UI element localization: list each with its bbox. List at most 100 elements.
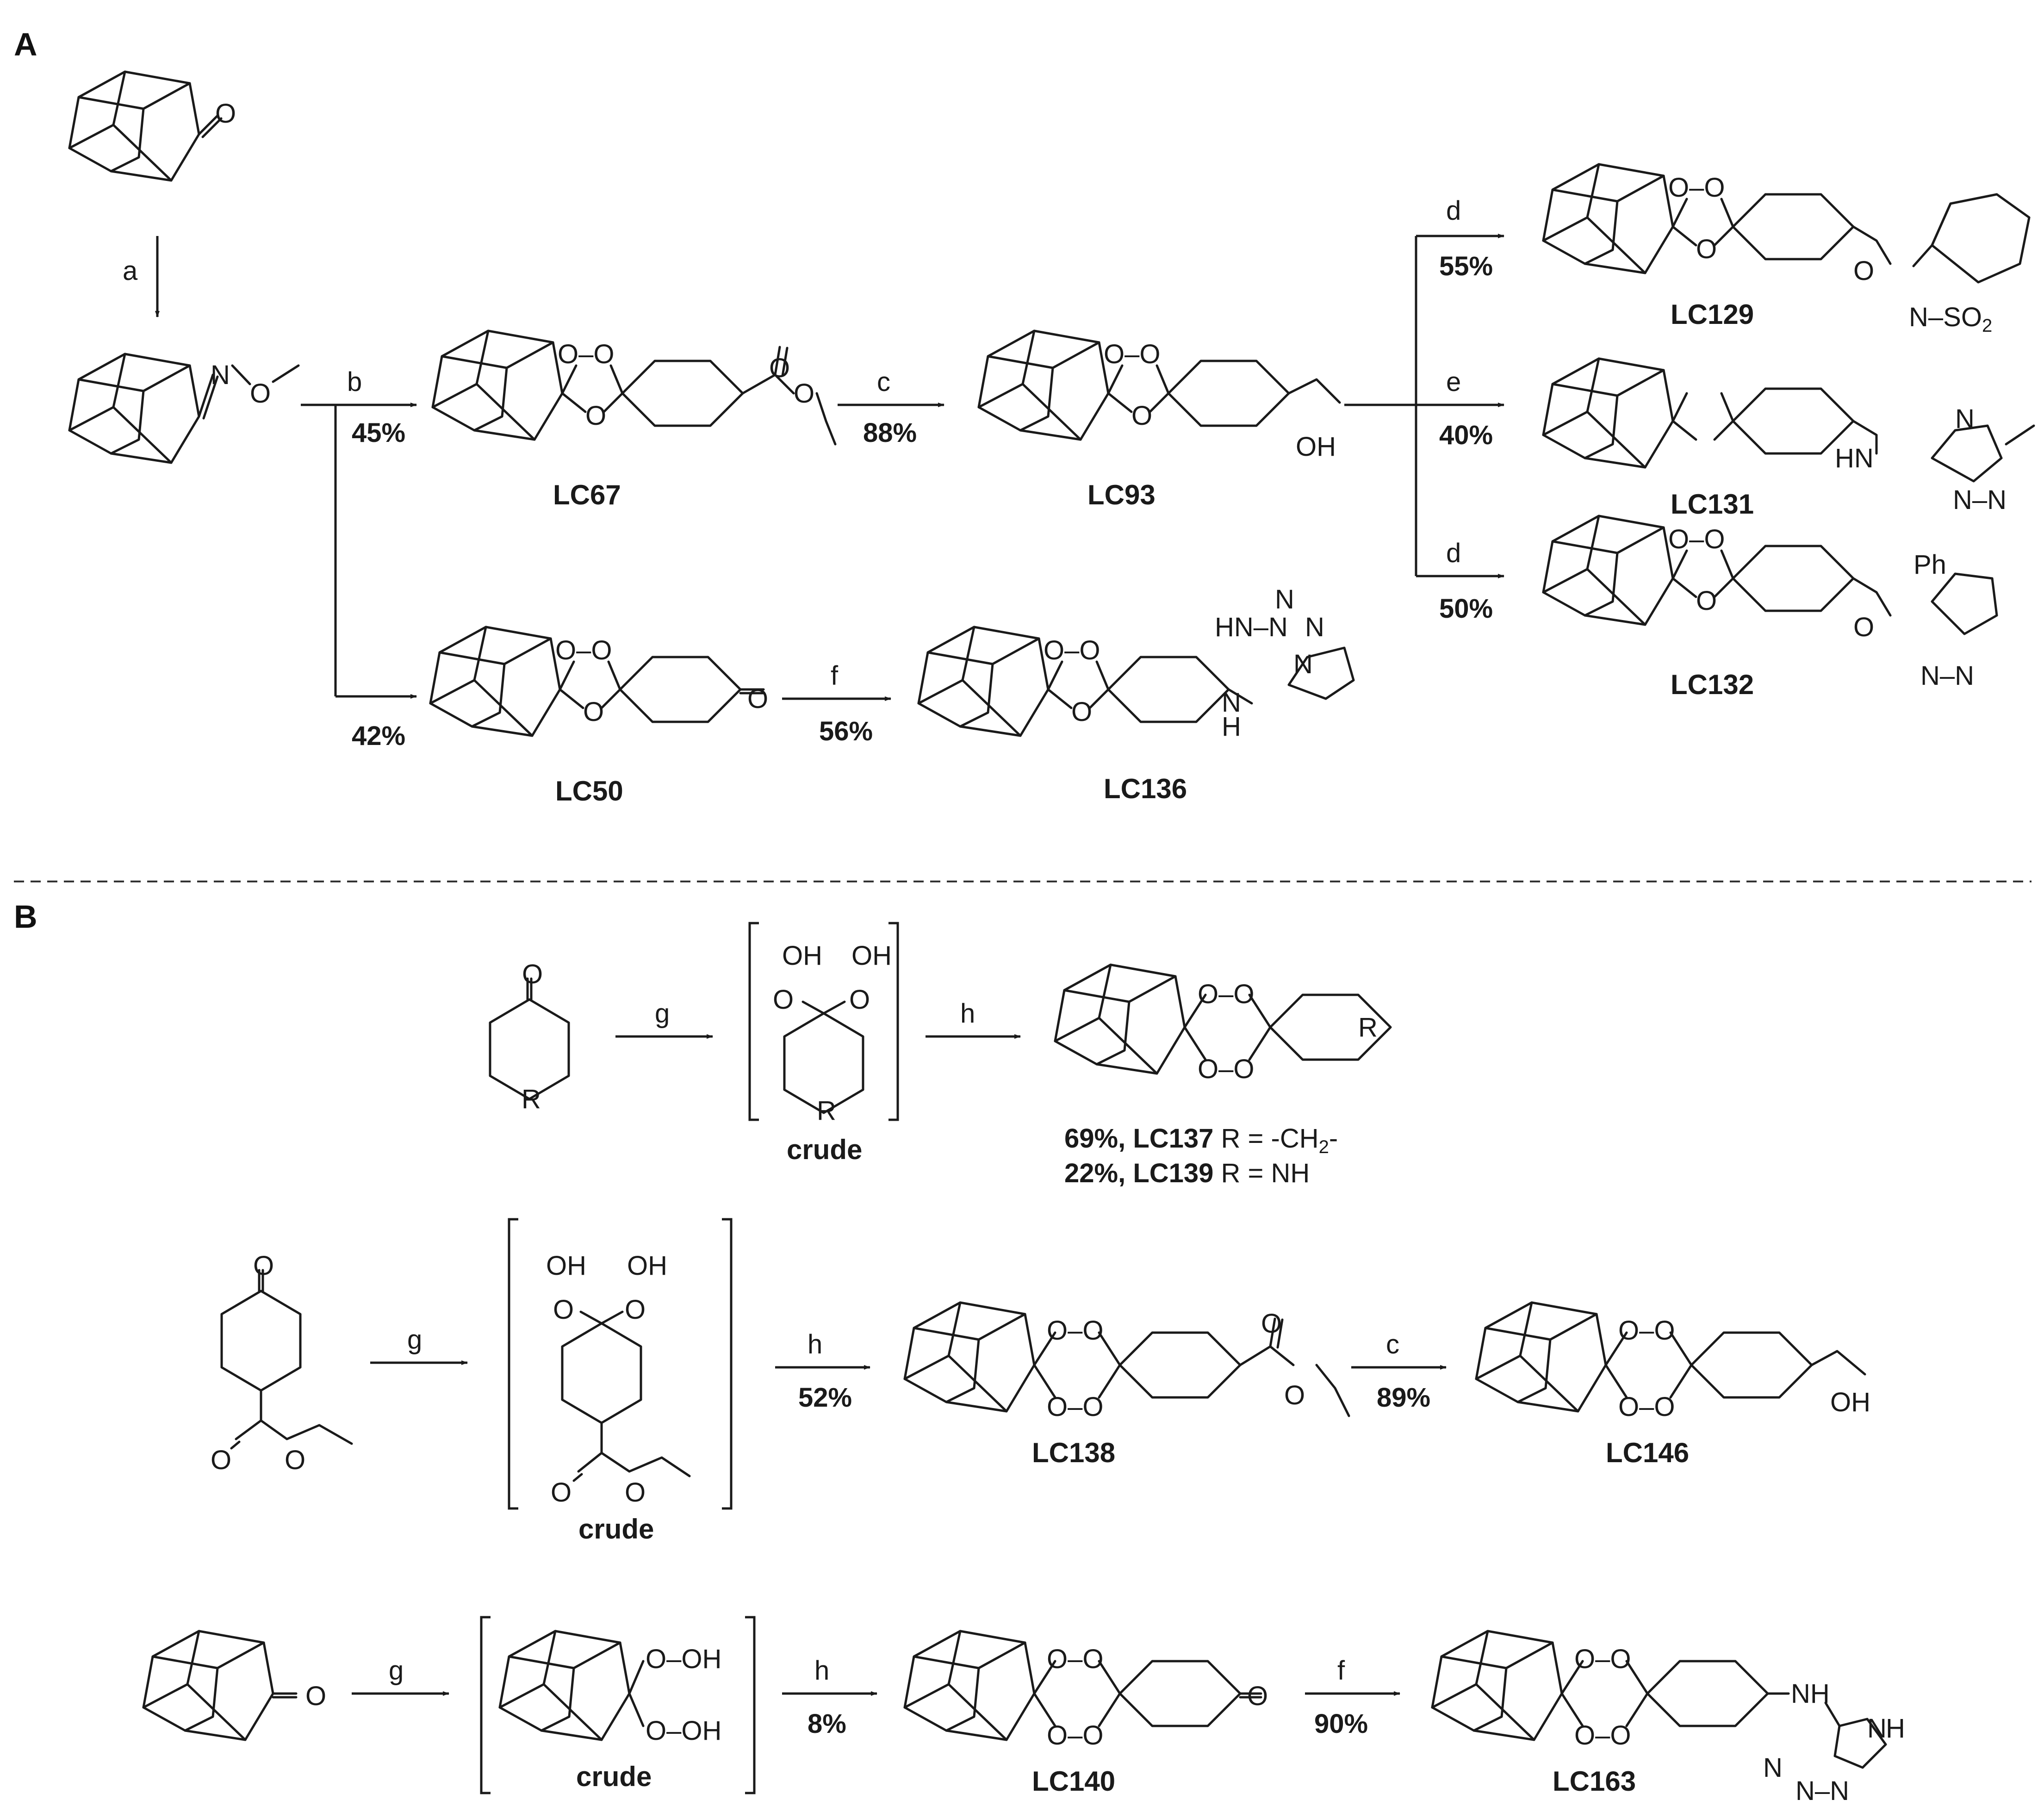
- atom-o: O: [305, 1681, 326, 1711]
- atom-hn: HN: [1835, 443, 1874, 473]
- lc137-caption: 69%, LC137 R = -CH2-: [1064, 1123, 1338, 1157]
- atom-n: N: [1293, 649, 1313, 679]
- atom-h: H: [1886, 1713, 1905, 1744]
- atom-o: O: [211, 1445, 231, 1475]
- atom-o-o: O–O: [1668, 173, 1725, 203]
- atom-oh: OH: [546, 1251, 586, 1281]
- lc163-structure: [1432, 1631, 1887, 1769]
- atom-r: R: [817, 1096, 836, 1126]
- atom-o-o: O–O: [1047, 1644, 1104, 1674]
- atom-o-oh: O–OH: [646, 1716, 721, 1746]
- yield-lc146: 89%: [1377, 1383, 1430, 1413]
- atom-n: N: [1955, 404, 1975, 434]
- lc67-structure: [433, 331, 837, 446]
- atom-o: O: [583, 697, 604, 727]
- atom-o: O: [1696, 586, 1717, 616]
- atom-hn-n: HN–N: [1215, 612, 1288, 642]
- atom-n-n: N–N: [1953, 485, 2007, 515]
- bracket-left: [748, 922, 759, 1121]
- atom-o-o: O–O: [1047, 1720, 1104, 1750]
- bracket-left: [480, 1616, 491, 1794]
- atom-n: N: [1867, 1713, 1887, 1744]
- atom-o: O: [1247, 1681, 1268, 1711]
- lc138-structure: [905, 1303, 1350, 1417]
- atom-o-oh: O–OH: [646, 1644, 721, 1674]
- bracket-right: [888, 922, 899, 1121]
- atom-n: N: [1763, 1753, 1783, 1783]
- atom-o: O: [1131, 401, 1152, 431]
- atom-nh: NH: [1791, 1679, 1830, 1709]
- atom-oh: OH: [782, 941, 822, 971]
- compound-label-lc140: LC140: [1032, 1766, 1115, 1797]
- ketone-r-structure: [490, 977, 569, 1099]
- reagent-a: a: [123, 256, 138, 286]
- atom-o: O: [522, 959, 543, 989]
- compound-label-lc67: LC67: [553, 479, 621, 510]
- atom-o: O: [1853, 612, 1874, 642]
- lc132-structure: [1543, 516, 1998, 635]
- atom-o: O: [1284, 1380, 1305, 1410]
- crude-label: crude: [576, 1761, 652, 1792]
- atom-h: H: [1222, 712, 1241, 742]
- compound-label-lc50: LC50: [555, 776, 623, 807]
- bishydroperoxide-ester-structure: [562, 1310, 691, 1482]
- atom-oh: OH: [1830, 1387, 1870, 1417]
- atom-r: R: [522, 1084, 541, 1114]
- bracket-left: [508, 1218, 518, 1510]
- atom-o-o: O–O: [1198, 1054, 1255, 1084]
- lc50-structure: [430, 627, 765, 736]
- atom-o: O: [551, 1477, 572, 1508]
- yield-lc163: 90%: [1314, 1709, 1368, 1739]
- atom-o: O: [849, 985, 870, 1015]
- adamantanone-structure: [143, 1631, 298, 1740]
- compound-label-lc132: LC132: [1671, 669, 1754, 700]
- yield-lc129: 55%: [1439, 251, 1493, 281]
- reagent-h: h: [960, 999, 975, 1029]
- reagent-g: g: [389, 1656, 404, 1686]
- atom-oh: OH: [1296, 432, 1336, 462]
- atom-o-o: O–O: [555, 635, 612, 665]
- reagent-e: e: [1446, 367, 1461, 397]
- atom-o: O: [625, 1477, 646, 1508]
- compound-label-lc131: LC131: [1671, 489, 1754, 520]
- yield-lc131: 40%: [1439, 420, 1493, 450]
- compound-label-lc93: LC93: [1087, 479, 1156, 510]
- yield-lc138: 52%: [798, 1383, 852, 1413]
- reagent-d: d: [1446, 538, 1461, 568]
- atom-o-o: O–O: [1047, 1316, 1104, 1346]
- yield-lc93: 88%: [863, 418, 917, 448]
- keto-ester-structure: [222, 1269, 353, 1450]
- atom-n: N: [1275, 584, 1294, 614]
- atom-r: R: [1358, 1012, 1378, 1043]
- bracket-right: [745, 1616, 756, 1794]
- atom-o-o: O–O: [1618, 1316, 1675, 1346]
- compound-label-lc163: LC163: [1553, 1766, 1636, 1797]
- atom-oh: OH: [851, 941, 892, 971]
- reagent-d: d: [1446, 196, 1461, 226]
- bishydroperoxide-r-structure: [784, 1000, 863, 1113]
- atom-o: O: [747, 684, 768, 714]
- atom-ph: Ph: [1914, 550, 1946, 580]
- atom-o: O: [1071, 697, 1092, 727]
- atom-o: O: [1261, 1309, 1282, 1339]
- atom-o: O: [794, 379, 814, 409]
- atom-o-o: O–O: [1668, 524, 1725, 554]
- reagent-f: f: [1337, 1656, 1345, 1686]
- reagent-c: c: [1386, 1329, 1399, 1359]
- reagent-b: b: [347, 367, 362, 397]
- atom-n: N: [1222, 688, 1241, 718]
- yield-lc132: 50%: [1439, 594, 1493, 624]
- lc93-structure: [979, 331, 1341, 440]
- compound-label-lc136: LC136: [1104, 773, 1187, 804]
- lc129-structure: [1543, 164, 2031, 284]
- tetraoxane-r-structure: [1055, 965, 1391, 1074]
- yield-lc140: 8%: [808, 1709, 846, 1739]
- reagent-h: h: [808, 1329, 822, 1359]
- compound-label-lc129: LC129: [1671, 299, 1754, 330]
- atom-o: O: [1853, 256, 1874, 286]
- yield-lc136: 56%: [819, 716, 873, 746]
- oxime-structure: [69, 354, 300, 463]
- atom-o: O: [215, 99, 236, 129]
- atom-o: O: [1696, 234, 1717, 264]
